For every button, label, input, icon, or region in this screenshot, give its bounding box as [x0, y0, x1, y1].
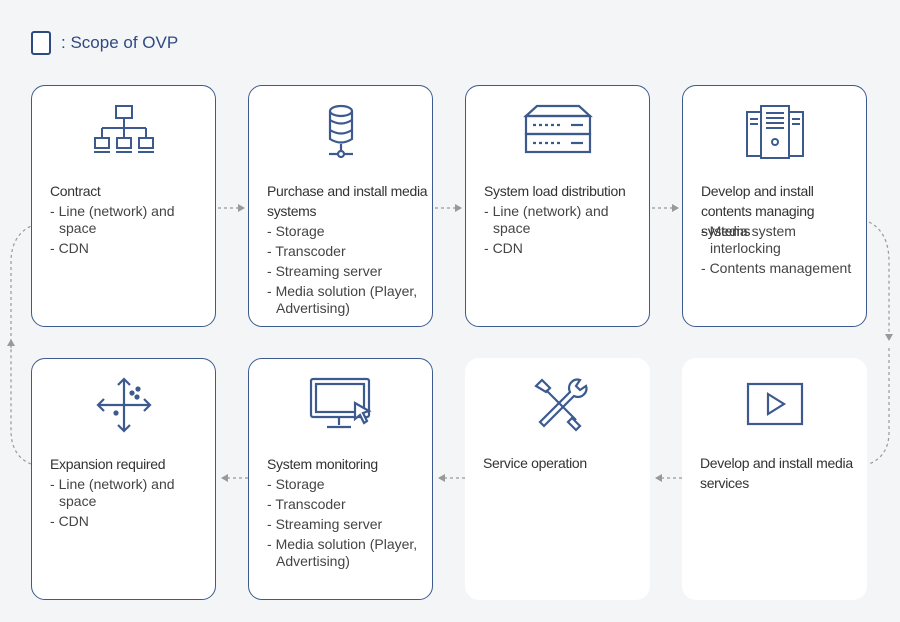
curve-contract-upper — [10, 225, 32, 348]
step-title: Develop and install media services — [700, 455, 853, 491]
step-items: Line (network) and space CDN — [50, 476, 209, 533]
database-icon — [249, 104, 432, 160]
step-title: Purchase and install media systems — [267, 183, 428, 219]
step-card-load-distribution: System load distribution Line (network) … — [465, 85, 650, 327]
step-item: Line (network) and space — [50, 203, 209, 237]
step-item: CDN — [50, 240, 209, 257]
step-items: Line (network) and space CDN — [50, 203, 209, 260]
step-item: Streaming server — [267, 263, 426, 280]
step-item: CDN — [50, 513, 209, 530]
step-item: Media solution (Player, Advertising) — [267, 283, 426, 317]
step-item: Line (network) and space — [50, 476, 209, 510]
step-item: Transcoder — [267, 496, 426, 513]
scope-legend-box — [31, 31, 51, 55]
network-hierarchy-icon — [32, 104, 215, 160]
curve-media-services-lower — [868, 348, 890, 465]
server-tower-icon — [683, 104, 866, 160]
step-items: Storage Transcoder Streaming server Medi… — [267, 223, 426, 320]
server-rack-icon — [466, 104, 649, 160]
monitor-cursor-icon — [249, 377, 432, 433]
legend: : Scope of OVP — [31, 31, 178, 55]
step-item: Streaming server — [267, 516, 426, 533]
step-card-service-operation: Service operation — [465, 358, 650, 600]
step-item: CDN — [484, 240, 643, 257]
step-item: Media solution (Player, Advertising) — [267, 536, 426, 570]
step-item: Media system interlocking — [701, 223, 860, 257]
step-items: Media system interlocking Contents manag… — [701, 223, 860, 280]
step-title: Service operation — [483, 455, 587, 471]
step-items: Storage Transcoder Streaming server Medi… — [267, 476, 426, 573]
arrow-expansion-to-contract — [7, 339, 32, 465]
expand-arrows-icon — [32, 377, 215, 433]
step-item: Line (network) and space — [484, 203, 643, 237]
step-items: Line (network) and space CDN — [484, 203, 643, 260]
legend-label: : Scope of OVP — [61, 33, 179, 52]
step-item: Storage — [267, 476, 426, 493]
step-title: System monitoring — [267, 456, 378, 472]
step-card-media-services: Develop and install media services — [682, 358, 867, 600]
step-card-expansion: Expansion required Line (network) and sp… — [31, 358, 216, 600]
step-title: System load distribution — [484, 183, 626, 199]
step-item: Storage — [267, 223, 426, 240]
step-item: Transcoder — [267, 243, 426, 260]
tools-icon — [465, 376, 650, 432]
video-play-icon — [682, 376, 867, 432]
step-card-system-monitoring: System monitoring Storage Transcoder Str… — [248, 358, 433, 600]
step-title: Expansion required — [50, 456, 166, 472]
arrow-develop-to-media-services — [868, 221, 893, 341]
step-card-contents-managing: Develop and install contents managing sy… — [682, 85, 867, 327]
step-card-purchase-install: Purchase and install media systems Stora… — [248, 85, 433, 327]
step-card-contract: Contract Line (network) and space CDN — [31, 85, 216, 327]
step-item: Contents management — [701, 260, 860, 277]
step-title: Contract — [50, 183, 101, 199]
